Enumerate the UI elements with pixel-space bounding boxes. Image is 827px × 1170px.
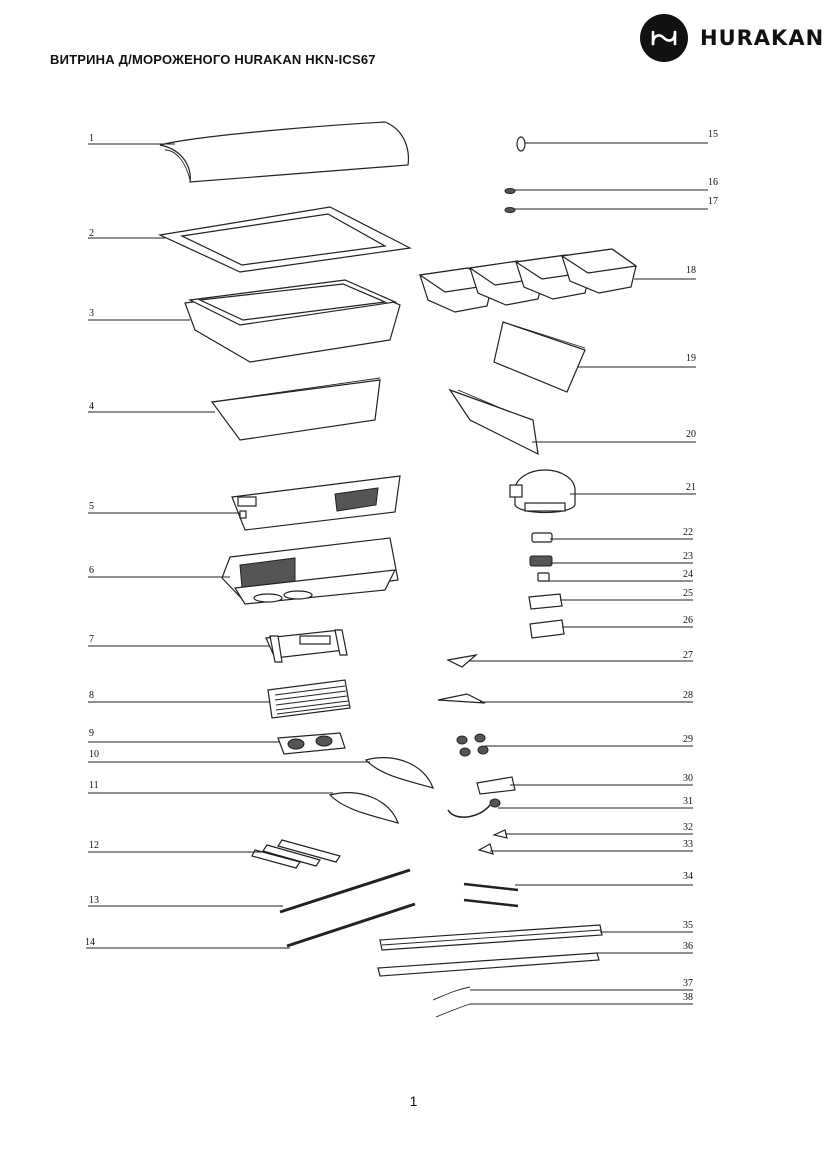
callout-4: 4 [89, 401, 94, 412]
callout-37: 37 [683, 978, 693, 989]
callout-36: 36 [683, 941, 693, 952]
part-23-component [529, 555, 553, 567]
part-13-rod [279, 868, 411, 914]
part-35-profile [379, 924, 603, 951]
callout-34: 34 [683, 871, 693, 882]
part-15-clip [516, 136, 526, 152]
part-26-component [529, 619, 565, 639]
callout-26: 26 [683, 615, 693, 626]
callout-15: 15 [708, 129, 718, 140]
part-16-screw [504, 188, 516, 194]
part-33-clip [477, 843, 494, 855]
part-1-curved-lid [159, 121, 410, 183]
part-36-profile [377, 952, 600, 977]
part-14-rod [286, 902, 416, 948]
part-29-feet [456, 733, 489, 757]
part-19-glass-panel [493, 321, 586, 393]
callout-7: 7 [89, 634, 94, 645]
callout-38: 38 [683, 992, 693, 1003]
callout-5: 5 [89, 501, 94, 512]
callout-18: 18 [686, 265, 696, 276]
part-4-panel [210, 377, 381, 441]
part-31-cable [447, 798, 501, 818]
part-30-switch [476, 776, 516, 795]
callout-8: 8 [89, 690, 94, 701]
callout-23: 23 [683, 551, 693, 562]
callout-labels: 1234567891011121314151617181920212223242… [85, 129, 718, 1005]
callout-35: 35 [683, 920, 693, 931]
page-title: ВИТРИНА Д/МОРОЖЕНОГО HURAKAN HKN-ICS67 [50, 52, 376, 67]
callout-29: 29 [683, 734, 693, 745]
part-28-bracket [437, 693, 486, 704]
callout-11: 11 [89, 780, 99, 791]
brand-logo-icon [640, 14, 688, 62]
callout-30: 30 [683, 773, 693, 784]
callout-13: 13 [89, 895, 99, 906]
callout-31: 31 [683, 796, 693, 807]
part-24-component [537, 572, 550, 582]
part-10-side-cap [364, 757, 434, 789]
brand-logo: HURAKAN [640, 14, 823, 62]
callout-32: 32 [683, 822, 693, 833]
part-38-cable [435, 1003, 471, 1018]
part-8-condenser-coil [267, 679, 351, 719]
part-6-base-plate [221, 537, 399, 605]
part-2-top-frame [157, 206, 412, 273]
callout-20: 20 [686, 429, 696, 440]
callout-17: 17 [708, 196, 718, 207]
part-22-component [531, 532, 553, 543]
part-21-compressor [509, 469, 576, 514]
part-37-cable [432, 986, 471, 1001]
callout-6: 6 [89, 565, 94, 576]
part-34-heaters [463, 882, 519, 908]
brand-name: HURAKAN [700, 26, 825, 50]
callout-2: 2 [89, 228, 94, 239]
part-18-pans [418, 248, 638, 313]
callout-25: 25 [683, 588, 693, 599]
part-11-side-cap [328, 792, 399, 824]
callout-16: 16 [708, 177, 718, 188]
callout-33: 33 [683, 839, 693, 850]
callout-1: 1 [89, 133, 94, 144]
callout-27: 27 [683, 650, 693, 661]
page-number: 1 [409, 1093, 418, 1109]
callout-10: 10 [89, 749, 99, 760]
callout-19: 19 [686, 353, 696, 364]
part-12-strips [251, 839, 341, 869]
callout-12: 12 [89, 840, 99, 851]
part-3-inner-tub [184, 279, 401, 363]
part-27-bracket [446, 654, 479, 668]
part-5-rear-panel [231, 475, 401, 531]
part-9-fan-assembly [277, 732, 346, 755]
callout-3: 3 [89, 308, 94, 319]
callout-22: 22 [683, 527, 693, 538]
callout-24: 24 [683, 569, 693, 580]
part-20-glass-panel [448, 388, 539, 456]
callout-28: 28 [683, 690, 693, 701]
part-25-component [528, 593, 563, 610]
callout-21: 21 [686, 482, 696, 493]
part-17-screw [504, 207, 516, 213]
part-7-bracket [265, 629, 348, 663]
callout-14: 14 [85, 937, 95, 948]
callout-9: 9 [89, 728, 94, 739]
